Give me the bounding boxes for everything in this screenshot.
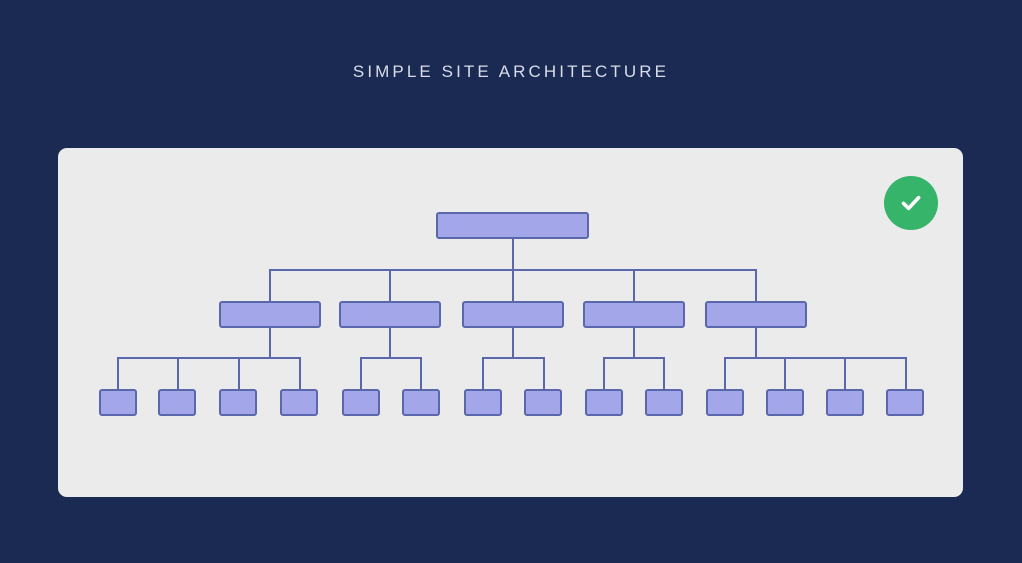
tree-connector-horizontal (603, 357, 663, 359)
site-architecture-tree (58, 148, 963, 497)
tree-node-branch-2[interactable] (339, 301, 441, 328)
tree-node-leaf-7[interactable] (464, 389, 502, 416)
tree-connector-vertical (512, 328, 514, 357)
tree-node-leaf-9[interactable] (585, 389, 623, 416)
tree-node-branch-3[interactable] (462, 301, 564, 328)
tree-node-leaf-4[interactable] (280, 389, 318, 416)
tree-connector-vertical (633, 328, 635, 357)
check-circle-icon (896, 188, 926, 218)
tree-connector-horizontal (117, 357, 299, 359)
tree-connector-horizontal (360, 357, 420, 359)
tree-node-branch-1[interactable] (219, 301, 321, 328)
tree-connector-vertical (633, 269, 635, 301)
tree-node-leaf-13[interactable] (826, 389, 864, 416)
tree-connector-vertical (238, 357, 240, 389)
tree-connector-vertical (117, 357, 119, 389)
tree-node-branch-4[interactable] (583, 301, 685, 328)
tree-node-leaf-5[interactable] (342, 389, 380, 416)
tree-node-leaf-1[interactable] (99, 389, 137, 416)
tree-connector-vertical (724, 357, 726, 389)
tree-node-leaf-10[interactable] (645, 389, 683, 416)
tree-connector-vertical (389, 328, 391, 357)
tree-connector-vertical (420, 357, 422, 389)
tree-connector-vertical (784, 357, 786, 389)
tree-node-branch-5[interactable] (705, 301, 807, 328)
tree-connector-vertical (482, 357, 484, 389)
tree-node-root[interactable] (436, 212, 589, 239)
tree-node-leaf-6[interactable] (402, 389, 440, 416)
tree-connector-vertical (755, 328, 757, 357)
tree-connector-vertical (269, 269, 271, 301)
tree-connector-vertical (905, 357, 907, 389)
tree-connector-vertical (543, 357, 545, 389)
tree-connector-horizontal (482, 357, 543, 359)
tree-node-leaf-14[interactable] (886, 389, 924, 416)
tree-connector-vertical (360, 357, 362, 389)
tree-connector-vertical (755, 269, 757, 301)
tree-connector-vertical (603, 357, 605, 389)
tree-node-leaf-8[interactable] (524, 389, 562, 416)
tree-connector-vertical (512, 239, 514, 269)
tree-connector-vertical (389, 269, 391, 301)
tree-connector-vertical (177, 357, 179, 389)
status-badge[interactable] (884, 176, 938, 230)
tree-node-leaf-12[interactable] (766, 389, 804, 416)
tree-connector-vertical (269, 328, 271, 357)
tree-connector-vertical (512, 269, 514, 301)
tree-connector-horizontal (724, 357, 905, 359)
tree-node-leaf-3[interactable] (219, 389, 257, 416)
tree-node-leaf-11[interactable] (706, 389, 744, 416)
page-title: SIMPLE SITE ARCHITECTURE (352, 62, 670, 81)
tree-connector-vertical (663, 357, 665, 389)
tree-connector-vertical (844, 357, 846, 389)
tree-node-leaf-2[interactable] (158, 389, 196, 416)
tree-connector-vertical (299, 357, 301, 389)
